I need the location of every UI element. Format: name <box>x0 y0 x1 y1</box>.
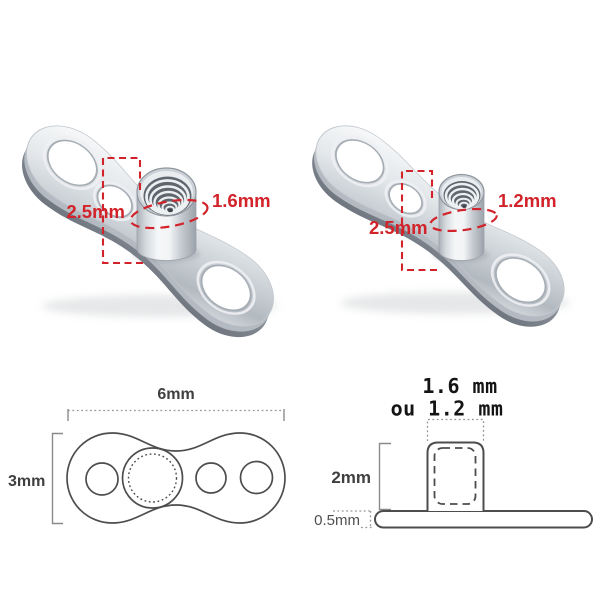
plate-hole-large-right-bevel <box>490 253 551 307</box>
side-view-drawing: 1.6 mm ou 1.2 mm 2mm 0.5mm <box>314 374 593 529</box>
gauge-options-label-line1: 1.6 mm <box>422 374 497 398</box>
gauge-label-right: 1.2mm <box>498 190 557 211</box>
base-thickness-label: 0.5mm <box>314 512 360 529</box>
height-dimension-label: 3mm <box>8 473 45 490</box>
plate-hole-large-right-bevel <box>196 260 256 315</box>
width-dimension-label: 6mm <box>157 386 194 403</box>
plate-hole-large-left <box>334 139 385 184</box>
post-height-label-right: 2.5mm <box>369 217 428 238</box>
hole-small-left <box>85 462 119 496</box>
gauge-options-label-line2: ou 1.2 mm <box>391 397 504 421</box>
post-bore-dotted-circle <box>127 453 178 503</box>
post-height-dimension-label: 2mm <box>331 468 371 487</box>
plate-hole-large-left <box>46 139 98 187</box>
post-height-callout-box-left <box>101 156 143 265</box>
product-photo-right <box>312 125 570 327</box>
plate-hole-large-right <box>200 264 252 312</box>
annotations-left-product: 2.5mm 1.6mm <box>66 156 271 265</box>
post-width-projection <box>426 418 485 441</box>
plate-hole-small <box>388 183 424 215</box>
post-bore-dashed <box>433 447 477 505</box>
threaded-post-left <box>132 167 200 262</box>
height-dimension-bracket <box>51 432 63 525</box>
gauge-callout-ellipse-right <box>429 207 498 233</box>
base-plate-side-view <box>374 510 593 529</box>
plate-outline-top-view <box>66 432 286 524</box>
plate-hole-large-right <box>494 257 547 304</box>
thread-bottom <box>167 208 173 213</box>
thread-coil <box>458 201 470 210</box>
thread-coil <box>165 205 175 214</box>
gauge-label-left: 1.6mm <box>212 190 271 211</box>
plate-hole-bevel <box>42 135 102 190</box>
post-height-callout-box-right <box>400 169 437 272</box>
post-height-bracket <box>378 442 391 511</box>
thread-bottom <box>462 205 467 208</box>
plate-hole-small <box>96 184 133 218</box>
post-height-label-left: 2.5mm <box>66 201 125 222</box>
hole-end-right <box>239 460 274 495</box>
top-view-drawing: 6mm 3mm <box>8 386 286 525</box>
threaded-post-right <box>433 173 489 262</box>
annotations-right-product: 2.5mm 1.2mm <box>369 169 557 272</box>
base-thickness-callout <box>333 510 372 529</box>
hole-middle-right <box>195 462 227 494</box>
gauge-callout-ellipse-left <box>129 198 209 230</box>
post-base-circle <box>121 447 184 509</box>
plate-hole-bevel <box>330 135 389 188</box>
product-photo-left <box>22 125 278 338</box>
plate-hole-small-bevel <box>384 179 427 218</box>
post-side-view <box>426 441 485 511</box>
